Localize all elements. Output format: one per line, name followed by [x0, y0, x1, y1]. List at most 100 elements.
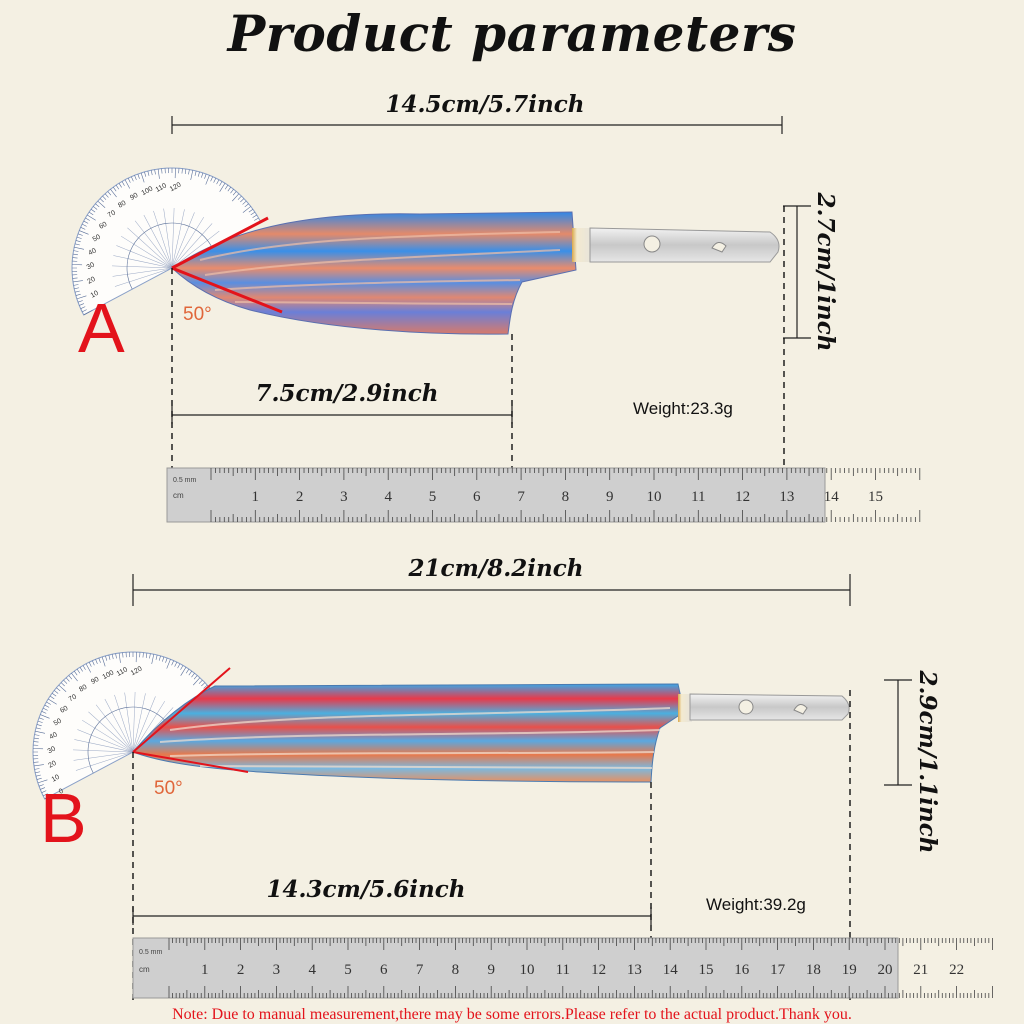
knife-a-protractor-number: 110 [155, 182, 168, 193]
knife-b-total-length: 21cm/8.2inch [408, 555, 584, 582]
knife-b-ruler-number: 12 [591, 962, 606, 978]
knife-a-protractor-number: 60 [98, 221, 108, 231]
knife-a-total-length: 14.5cm/5.7inch [386, 91, 585, 118]
knife-b-protractor-number: 0 [58, 788, 65, 796]
knife-b-ruler-number: 8 [452, 962, 460, 978]
knife-a-ruler-number: 1 [252, 489, 259, 505]
knife-a-ruler-number: 13 [779, 489, 794, 505]
knife-a-ruler-number: 2 [296, 489, 304, 505]
knife-b-ruler-number: 20 [878, 962, 893, 978]
knife-b-protractor-number: 40 [48, 731, 58, 741]
knife-b-protractor-number: 30 [47, 745, 57, 755]
knife-a-protractor-number: 70 [107, 209, 117, 219]
knife-a-ruler-number: 12 [735, 489, 750, 505]
knife-a-ruler-number: 7 [517, 489, 525, 505]
knife-a-ruler-number: 5 [429, 489, 437, 505]
knife-b-ruler-number: 11 [556, 962, 570, 978]
knife-a-protractor-number: 30 [86, 261, 96, 271]
knife-b-ruler-number: 10 [520, 962, 535, 978]
knife-b-angle-line-upper [132, 667, 231, 753]
knife-b-total-length-dimension [132, 574, 851, 606]
knife-b-ruler-number: 4 [308, 962, 316, 978]
knife-a-blade-length-dimension [171, 406, 513, 424]
knife-b-ruler-number: 15 [699, 962, 714, 978]
knife-b-ruler-number: 13 [627, 962, 642, 978]
knife-b-ruler-number: 21 [913, 962, 928, 978]
knife-a-ruler-unit: cm [173, 491, 184, 500]
knife-a-ruler-number: 6 [473, 489, 481, 505]
knife-b-blade-length-dimension [132, 907, 652, 925]
knife-b-ruler-mm: 0.5 mm [139, 949, 163, 956]
knife-b-angle-line-lower [132, 751, 249, 773]
knife-b-protractor-number: 110 [116, 666, 129, 677]
knife-b-ruler-number: 1 [201, 962, 209, 978]
page-title: Product parameters [227, 4, 797, 63]
knife-b-ruler-number: 6 [380, 962, 388, 978]
knife-b-ruler-number: 16 [734, 962, 750, 978]
knife-a-weight: Weight:23.3g [633, 399, 733, 418]
knife-a-angle-line-upper [171, 216, 269, 270]
knife-a-protractor-number: 50 [92, 234, 102, 244]
knife-b-protractor-number: 120 [130, 665, 144, 677]
knife-a-ruler-number: 3 [340, 489, 348, 505]
knife-b-protractor-number: 20 [47, 760, 57, 770]
knife-b-ruler-number: 5 [344, 962, 352, 978]
knife-a-ruler-number: 15 [868, 489, 883, 505]
knife-a-blade-pattern [199, 231, 561, 305]
knife-b-ruler-unit: cm [139, 965, 150, 974]
knife-a-height: 2.7cm/1inch [812, 192, 839, 352]
knife-b-angle: 50° [154, 778, 183, 799]
knife-b-protractor-number: 60 [59, 705, 69, 715]
knife-a-protractor-number: 90 [129, 192, 139, 202]
knife-b-blade-length: 14.3cm/5.6inch [267, 876, 466, 903]
knife-b-protractor-number: 80 [78, 684, 88, 694]
disclaimer-note: Note: Due to manual measurement,there ma… [172, 1006, 852, 1023]
knife-a-ruler-number: 4 [384, 489, 392, 505]
knife-b-protractor-number: 70 [68, 693, 78, 703]
knife-a-ruler-number: 10 [647, 489, 662, 505]
knife-a-protractor-number: 0 [97, 304, 104, 312]
knife-b-ruler-number: 9 [487, 962, 495, 978]
knife-a-angle-line-lower [171, 266, 283, 314]
knife-a-guides [171, 206, 785, 492]
knife-b-height-dimension [884, 679, 912, 786]
knife-b-weight: Weight:39.2g [706, 895, 806, 914]
knife-b-ruler-number: 17 [770, 962, 786, 978]
knife-a-ruler-number: 14 [824, 489, 840, 505]
knife-a-ruler-number: 8 [562, 489, 570, 505]
knife-b-ruler-number: 22 [949, 962, 964, 978]
knife-a-angle: 50° [183, 304, 212, 325]
knife-b-ruler-number: 14 [663, 962, 679, 978]
knife-a-protractor-number: 20 [86, 276, 96, 286]
knife-b-protractor-number: 50 [53, 718, 63, 728]
knife-b-ruler-number: 2 [237, 962, 245, 978]
knife-b-tang [678, 693, 850, 722]
knife-a-protractor-number: 10 [90, 290, 100, 300]
knife-b-label: B [40, 779, 87, 857]
knife-a-ruler-number: 11 [691, 489, 705, 505]
knife-a-label: A [78, 289, 125, 367]
knife-b-height: 2.9cm/1.1inch [914, 670, 941, 854]
knife-b-ruler-number: 19 [842, 962, 857, 978]
knife-b-protractor-number: 90 [90, 676, 100, 686]
knife-a-protractor-number: 120 [169, 181, 183, 193]
knife-a-protractor-number: 40 [87, 247, 97, 257]
knife-b-ruler-number: 3 [273, 962, 281, 978]
knife-a-ruler-mm: 0.5 mm [173, 477, 197, 484]
knife-b-protractor-number: 100 [102, 669, 116, 681]
knife-a-height-dimension [783, 205, 811, 339]
knife-b-ruler-number: 18 [806, 962, 821, 978]
knife-b-ruler-number: 7 [416, 962, 424, 978]
knife-a-protractor-number: 100 [141, 185, 155, 197]
knife-a-total-length-dimension [171, 116, 783, 134]
knife-a-blade-length: 7.5cm/2.9inch [256, 380, 439, 407]
knife-b-protractor-number: 10 [51, 774, 61, 784]
knife-a-ruler-number: 9 [606, 489, 614, 505]
knife-a-protractor-number: 80 [117, 200, 127, 210]
